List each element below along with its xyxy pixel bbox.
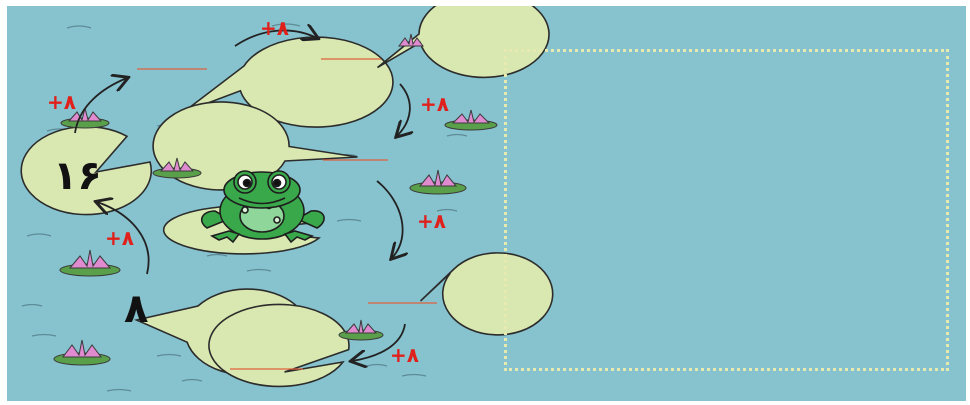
pad-value-left-middle: ۱۶ [53,156,102,196]
step-label-top: +۸ [260,18,289,38]
arrow-topright-to-rightupper [397,84,410,136]
step-label-bottom-right: +۸ [390,345,419,365]
step-label-left-upper: +۸ [47,92,76,112]
pad-bottom-center [209,304,349,386]
arrow-rightupper-to-rightlower [377,181,403,258]
pad-value-bottom-left: ۸ [124,289,148,329]
step-label-right-middle: +۸ [417,211,446,231]
step-label-right-upper: +۸ [420,94,449,114]
frog-pond-worksheet: ۱۶ ۸ +۸ +۸ +۸ +۸ +۸ +۸ [7,6,966,401]
step-label-left-lower: +۸ [105,228,134,248]
answer-box[interactable] [504,49,949,371]
